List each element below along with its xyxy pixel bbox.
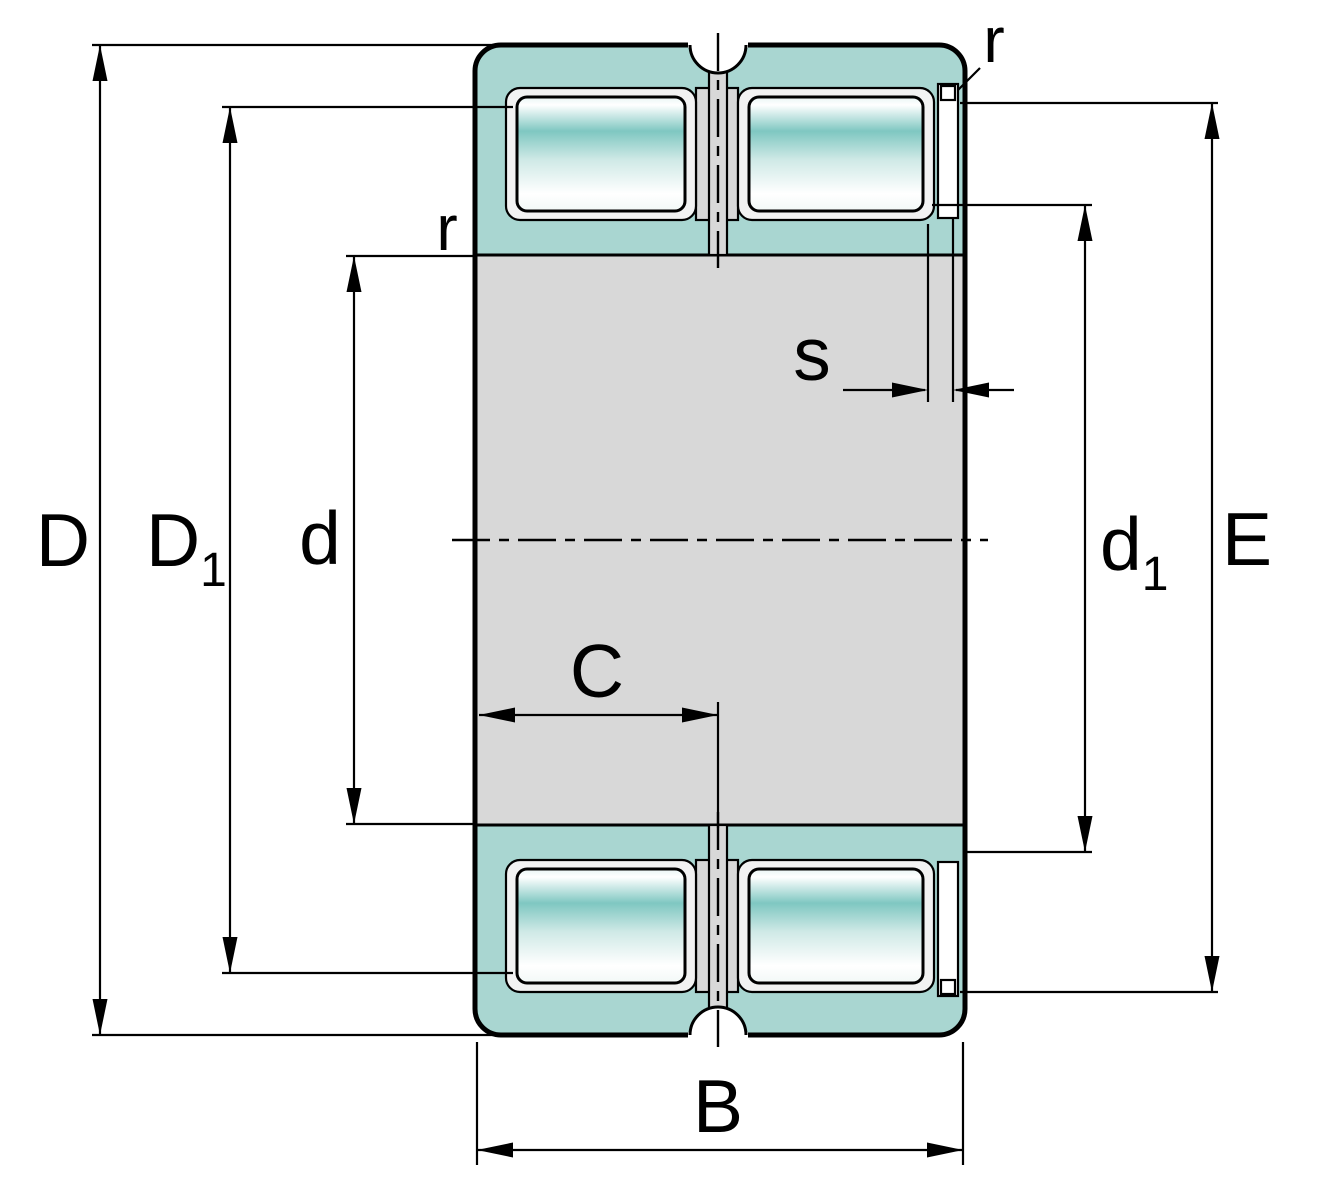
label-d1: d1 <box>1100 502 1168 601</box>
arrowhead-down <box>1077 816 1093 852</box>
roller-bottom-left <box>515 867 687 985</box>
arrowhead-up <box>222 107 238 143</box>
label-D1-base: D <box>146 498 200 582</box>
dimension-d: d r <box>299 192 474 826</box>
label-r-left: r <box>436 192 457 264</box>
label-D1-sub: 1 <box>200 544 227 597</box>
roller-top-left <box>515 95 687 213</box>
label-B: B <box>693 1064 743 1148</box>
arrowhead-up <box>1204 103 1220 139</box>
label-d: d <box>299 496 341 580</box>
arrowhead-down <box>346 788 362 824</box>
label-C: C <box>570 629 624 713</box>
roller-bottom-right <box>747 867 925 985</box>
label-E: E <box>1222 497 1272 581</box>
leader-line <box>957 67 981 91</box>
arrowhead-left <box>479 707 515 723</box>
arrowhead-down <box>1204 956 1220 992</box>
arrowhead-right <box>892 382 928 398</box>
arrowhead-up <box>1077 205 1093 241</box>
arrowhead-right <box>682 707 718 723</box>
label-d1-sub: 1 <box>1142 548 1169 601</box>
label-r-right: r <box>983 4 1004 76</box>
snap-ring-top <box>936 82 960 220</box>
dimension-s: s <box>793 218 1014 402</box>
arrowhead-up <box>92 45 108 81</box>
label-s: s <box>793 312 831 396</box>
arrowhead-down <box>92 999 108 1035</box>
arrowhead-right <box>927 1142 963 1158</box>
dimension-D: D <box>36 43 503 1037</box>
dimension-C: C <box>479 629 720 828</box>
arrowhead-down <box>222 937 238 973</box>
snap-ring-bottom <box>936 860 960 998</box>
arrowhead-up <box>346 256 362 292</box>
dimension-d1: d1 <box>932 203 1168 854</box>
roller-top-right <box>747 95 925 213</box>
label-D1: D1 <box>146 498 227 597</box>
label-d1-base: d <box>1100 502 1142 586</box>
dimension-E: E <box>960 101 1272 994</box>
arrowhead-left <box>953 382 989 398</box>
arrowhead-left <box>477 1142 513 1158</box>
annotation-r-right: r <box>957 4 1005 91</box>
snap-ring-tab-top <box>939 84 957 102</box>
label-D: D <box>36 498 90 582</box>
snap-ring-tab-bottom <box>939 978 957 996</box>
dimension-B: B <box>475 1042 965 1165</box>
centerlines <box>452 33 988 1047</box>
dimension-D1: D1 <box>146 105 513 975</box>
